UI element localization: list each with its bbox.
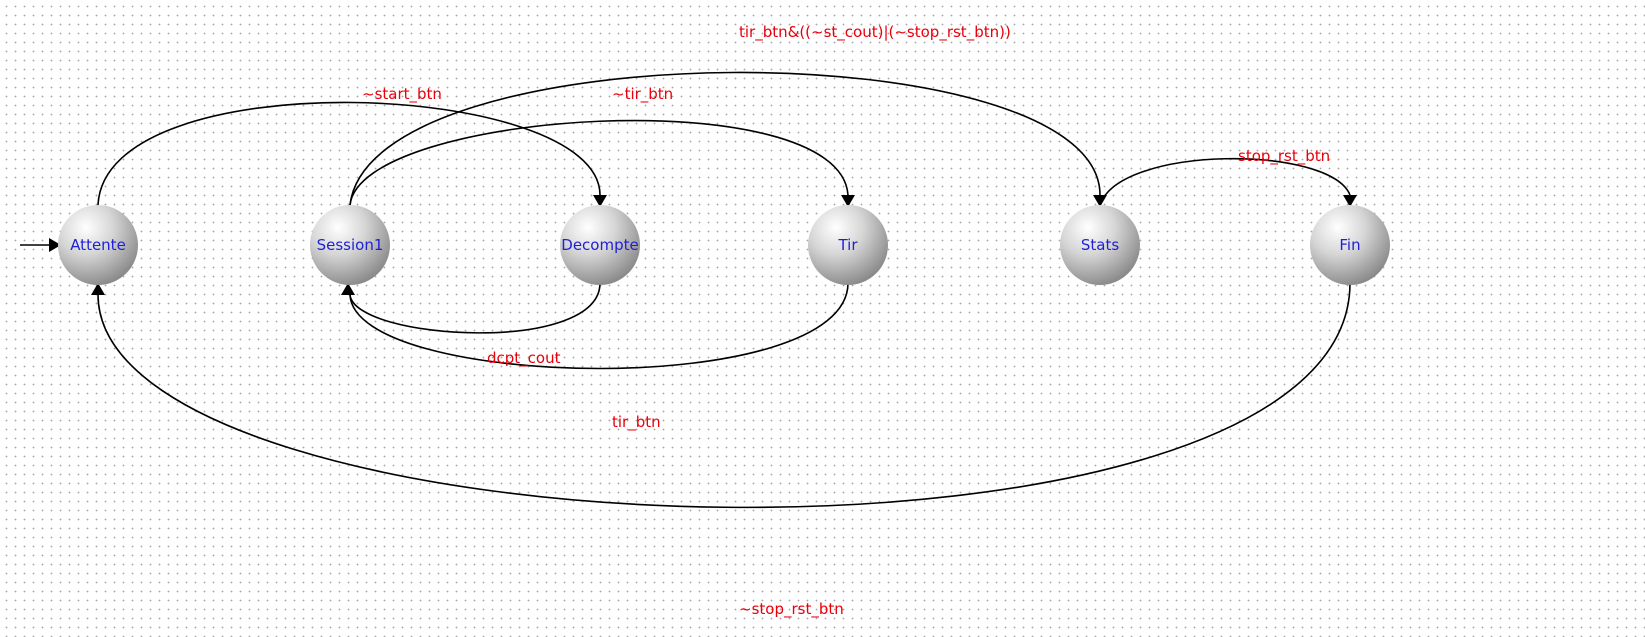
transition-label-t2: ~tir_btn [612,85,673,104]
state-fin[interactable]: Fin [1310,205,1390,285]
transition-t1[interactable] [97,101,607,207]
state-tir[interactable]: Tir [808,205,888,285]
state-label-stats: Stats [1081,236,1119,254]
transition-t5[interactable] [341,282,601,334]
state-stats[interactable]: Stats [1060,205,1140,285]
transition-label-t1: ~start_btn [362,85,442,104]
state-label-session1: Session1 [317,236,384,254]
transition-label-t6: tir_btn [612,413,661,432]
state-session1[interactable]: Session1 [310,205,390,285]
transition-t7[interactable] [91,282,1351,509]
transition-label-t7: ~stop_rst_btn [739,600,844,619]
state-label-attente: Attente [70,236,126,254]
transition-label-t4: stop_rst_btn [1238,147,1330,166]
state-label-fin: Fin [1339,236,1360,254]
transition-t2[interactable] [349,119,855,207]
transition-t4[interactable] [1099,157,1357,207]
transition-label-t3: tir_btn&((~st_cout)|(~stop_rst_btn)) [739,23,1011,42]
state-label-tir: Tir [837,236,858,254]
state-label-decompte: Decompte [561,236,638,254]
transition-t6[interactable] [349,282,849,370]
transition-label-t5: dcpt_cout [487,349,561,368]
transition-t3[interactable] [349,71,1107,207]
state-attente[interactable]: Attente [58,205,138,285]
state-decompte[interactable]: Decompte [560,205,640,285]
initial-transition [20,238,61,252]
